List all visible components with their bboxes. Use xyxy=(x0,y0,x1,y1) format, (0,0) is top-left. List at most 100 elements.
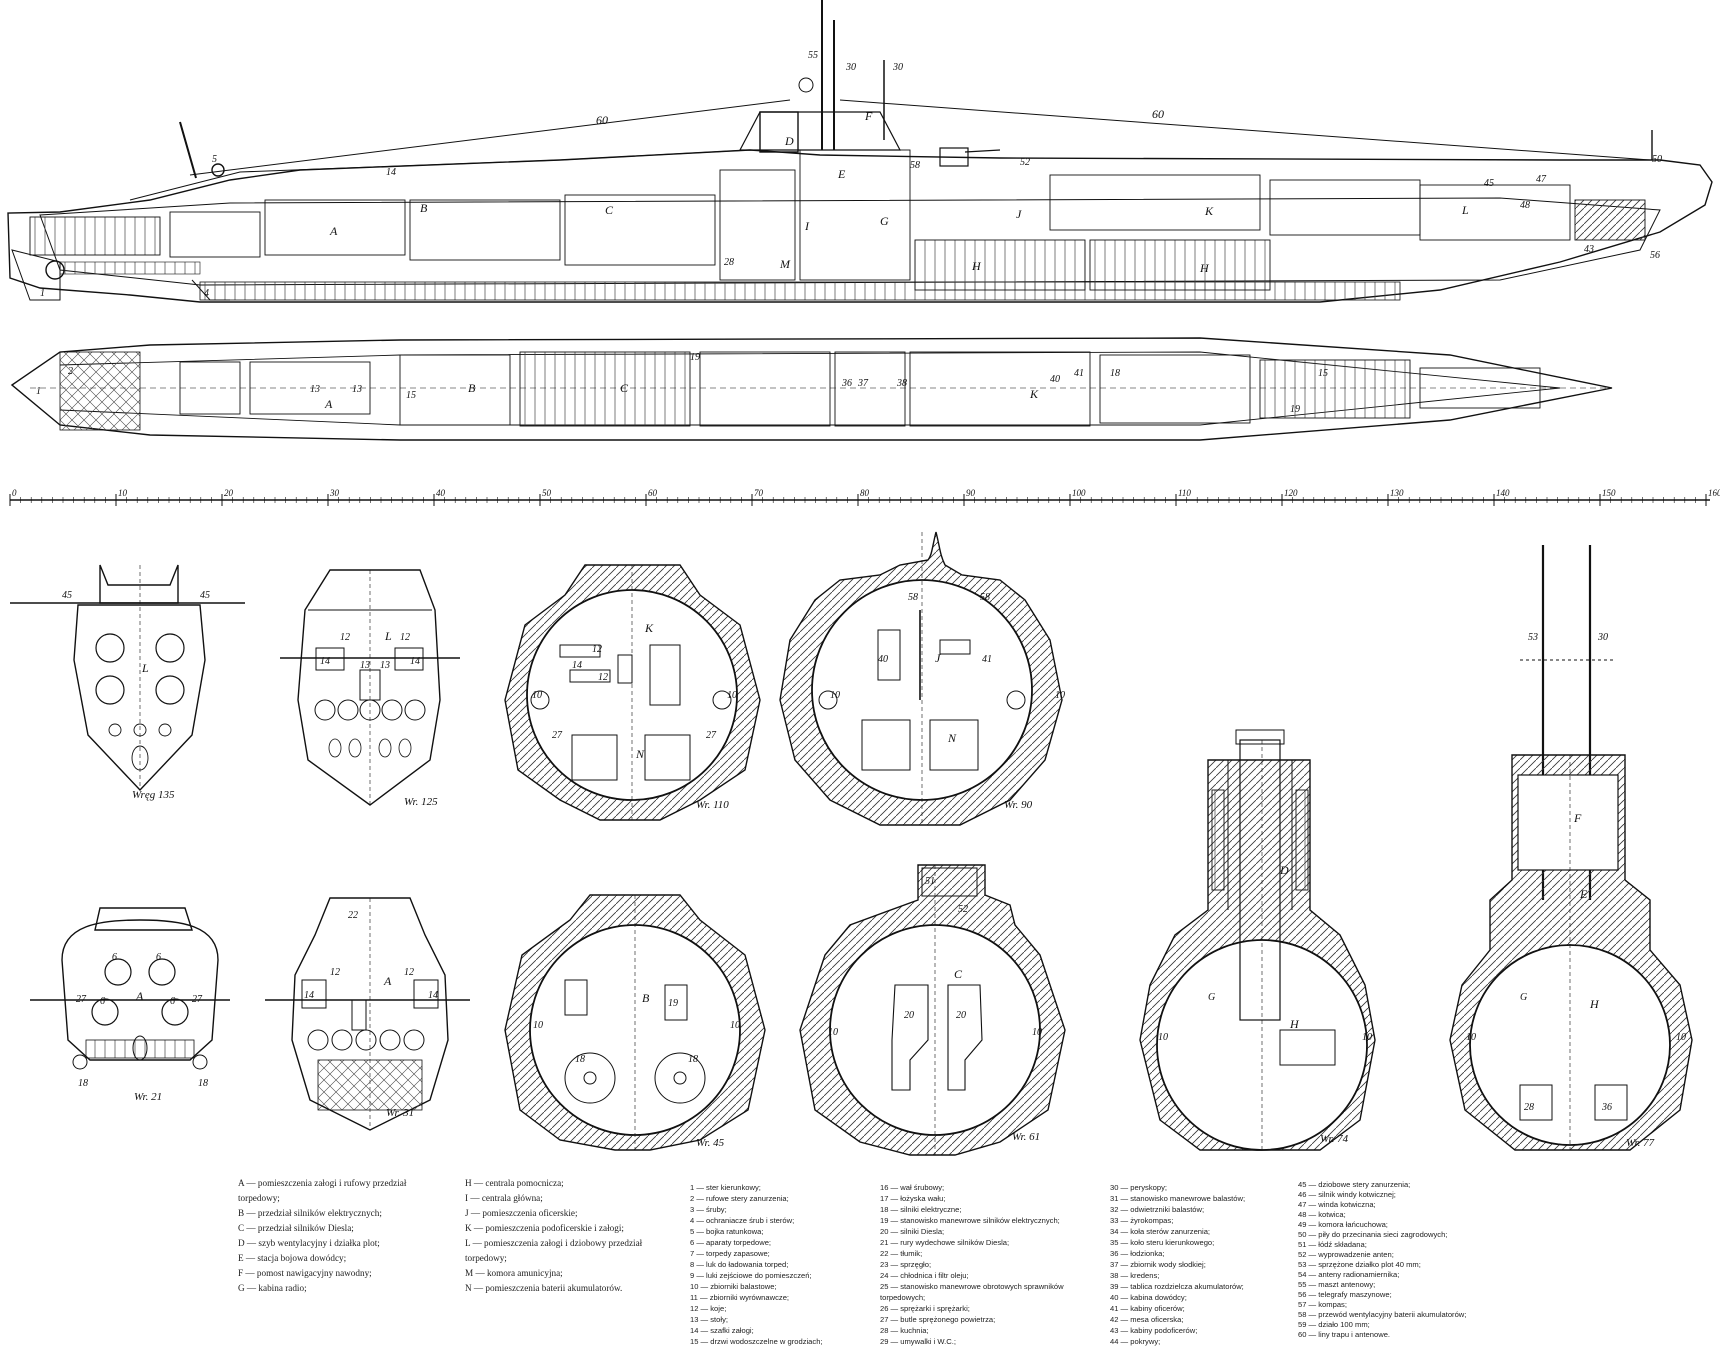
section-label: 58 xyxy=(908,592,918,603)
plan-callout: 15 xyxy=(1318,368,1328,379)
legend-items-1: 1 — ster kierunkowy; 2 — rufowe stery za… xyxy=(690,1182,823,1347)
legend-entry: 17 — łożyska wału; xyxy=(880,1194,946,1203)
legend-entry: 57 — kompas; xyxy=(1298,1300,1347,1309)
plan-compartments xyxy=(179,351,1541,427)
legend-entry: C — przedział silników Diesla; xyxy=(238,1223,354,1233)
plan-callout: 41 xyxy=(1074,368,1084,379)
legend-entry: 19 — stanowisko manewrowe silników elekt… xyxy=(880,1216,1060,1225)
side-callout: H xyxy=(1199,261,1210,275)
side-callout: 1 xyxy=(40,288,45,299)
legend-entry: 33 — żyrokompas; xyxy=(1110,1216,1174,1225)
legend-entry: K — pomieszczenia podoficerskie i załogi… xyxy=(465,1223,624,1233)
section-label: 13 xyxy=(380,660,390,671)
scale-tick-label: 20 xyxy=(224,488,234,498)
scale-tick-label: 10 xyxy=(118,488,128,498)
section-wr-125 xyxy=(280,569,460,806)
pressure-hull xyxy=(39,197,1661,286)
legend-entry: torpedowy; xyxy=(238,1193,280,1203)
legend-entry: 27 — butle sprężonego powietrza; xyxy=(880,1315,996,1324)
side-callout: 56 xyxy=(1650,250,1660,261)
section-label: 14 xyxy=(320,656,330,667)
legend-entry: 6 — aparaty torpedowe; xyxy=(690,1238,772,1247)
legend-entry: 10 — zbiorniki balastowe; xyxy=(690,1282,777,1291)
scale-tick-label: 40 xyxy=(436,488,446,498)
side-view-labels: 60 60 55 30 30 1 4 5 14 A B C D M E F H … xyxy=(40,50,1662,299)
section-label: 58 xyxy=(980,592,990,603)
legend-entry: 32 — odwietrzniki balastów; xyxy=(1110,1205,1205,1214)
legend-entry: 12 — koje; xyxy=(690,1304,727,1313)
plan-callout: 19 xyxy=(1290,404,1300,415)
section-label: 18 xyxy=(575,1054,585,1065)
legend-entry: 43 — kabiny podoficerów; xyxy=(1110,1326,1198,1335)
section-caption: Wr. 74 xyxy=(1320,1133,1349,1145)
section-wr-21 xyxy=(30,907,230,1070)
section-label: H xyxy=(1589,997,1600,1011)
section-label: 10 xyxy=(533,1020,543,1031)
legend-entry: 26 — sprężarki i sprężarki; xyxy=(880,1304,970,1313)
section-label: 18 xyxy=(198,1078,208,1089)
side-callout: 4 xyxy=(204,288,209,299)
legend-entry: J — pomieszczenia oficerskie; xyxy=(465,1208,578,1218)
legend-entry: 7 — torpedy zapasowe; xyxy=(690,1249,770,1258)
section-label: B xyxy=(642,991,650,1005)
section-wr-74 xyxy=(1139,729,1376,1151)
legend-entry: 49 — komora łańcuchowa; xyxy=(1298,1220,1388,1229)
scale-tick-label: 80 xyxy=(860,488,870,498)
legend-entry: 1 — ster kierunkowy; xyxy=(690,1183,761,1192)
side-profile-view xyxy=(7,0,1713,303)
scale-tick-label: 150 xyxy=(1602,488,1616,498)
section-label: 10 xyxy=(1032,1027,1042,1038)
legend-entry: 39 — tablica rozdzielcza akumulatorów; xyxy=(1110,1282,1244,1291)
section-caption: Wr. 21 xyxy=(134,1091,162,1103)
section-wreg-135 xyxy=(10,564,245,792)
legend-entry: D — szyb wentylacyjny i działka plot; xyxy=(238,1238,380,1248)
legend-entry: 8 — luk do ładowania torped; xyxy=(690,1260,789,1269)
side-callout: E xyxy=(837,167,846,181)
section-label: 51 xyxy=(925,876,935,887)
section-label: 53 xyxy=(1528,632,1538,643)
legend-entry: 20 — silniki Diesla; xyxy=(880,1227,945,1236)
legend-entry: E — stacja bojowa dowódcy; xyxy=(238,1253,347,1263)
section-label: 12 xyxy=(400,632,410,643)
section-label: 22 xyxy=(348,910,358,921)
mast-label-55: 55 xyxy=(808,50,818,61)
legend-entry: 15 — drzwi wodoszczelne w grodziach; xyxy=(690,1337,823,1346)
scale-tick-label: 110 xyxy=(1178,488,1191,498)
section-caption: Wr. 90 xyxy=(1004,799,1033,811)
legend-compartments-1: A — pomieszczenia załogi i rufowy przedz… xyxy=(238,1176,406,1296)
side-callout: 47 xyxy=(1536,174,1547,185)
legend-entry: 55 — maszt antenowy; xyxy=(1298,1280,1376,1289)
plan-view-labels: 1 2 A 13 13 15 B C 19 36 37 38 40 41 K 1… xyxy=(36,352,1328,415)
side-callout: C xyxy=(605,203,614,217)
side-callout: A xyxy=(329,224,338,238)
side-callout: 48 xyxy=(1520,200,1530,211)
conning-tower xyxy=(739,111,901,151)
section-label: 6 xyxy=(170,996,175,1007)
frame-scale: 0102030405060708090100110120130140150160 xyxy=(9,488,1720,506)
legend-entry: 21 — rury wydechowe silników Diesla; xyxy=(880,1238,1010,1247)
legend-entry: 48 — kotwica; xyxy=(1298,1210,1346,1219)
scale-tick-label: 160 xyxy=(1708,488,1720,498)
legend-entry: 46 — silnik windy kotwicznej; xyxy=(1298,1190,1396,1199)
section-label: 10 xyxy=(1362,1032,1372,1043)
section-wr-61 xyxy=(799,864,1066,1156)
legend-entry: 25 — stanowisko manewrowe obrotowych spr… xyxy=(880,1282,1064,1291)
side-callout: L xyxy=(1461,203,1469,217)
section-label: F xyxy=(1573,811,1582,825)
plan-callout: 2 xyxy=(68,366,73,377)
section-label: E xyxy=(1579,887,1588,901)
section-label: 45 xyxy=(62,590,72,601)
side-callout: 14 xyxy=(386,167,396,178)
section-label: 19 xyxy=(668,998,678,1009)
side-callout: I xyxy=(804,219,810,233)
section-label: 10 xyxy=(1055,690,1065,701)
section-label: D xyxy=(1279,863,1289,877)
legend-entry: 53 — sprzężone działko plot 40 mm; xyxy=(1298,1260,1421,1269)
deck-gun xyxy=(939,147,1001,167)
section-label: H xyxy=(1289,1017,1300,1031)
section-label: 10 xyxy=(727,690,737,701)
side-callout: 45 xyxy=(1484,178,1494,189)
plan-callout: 19 xyxy=(690,352,700,363)
section-caption: Wręg 135 xyxy=(132,789,175,801)
